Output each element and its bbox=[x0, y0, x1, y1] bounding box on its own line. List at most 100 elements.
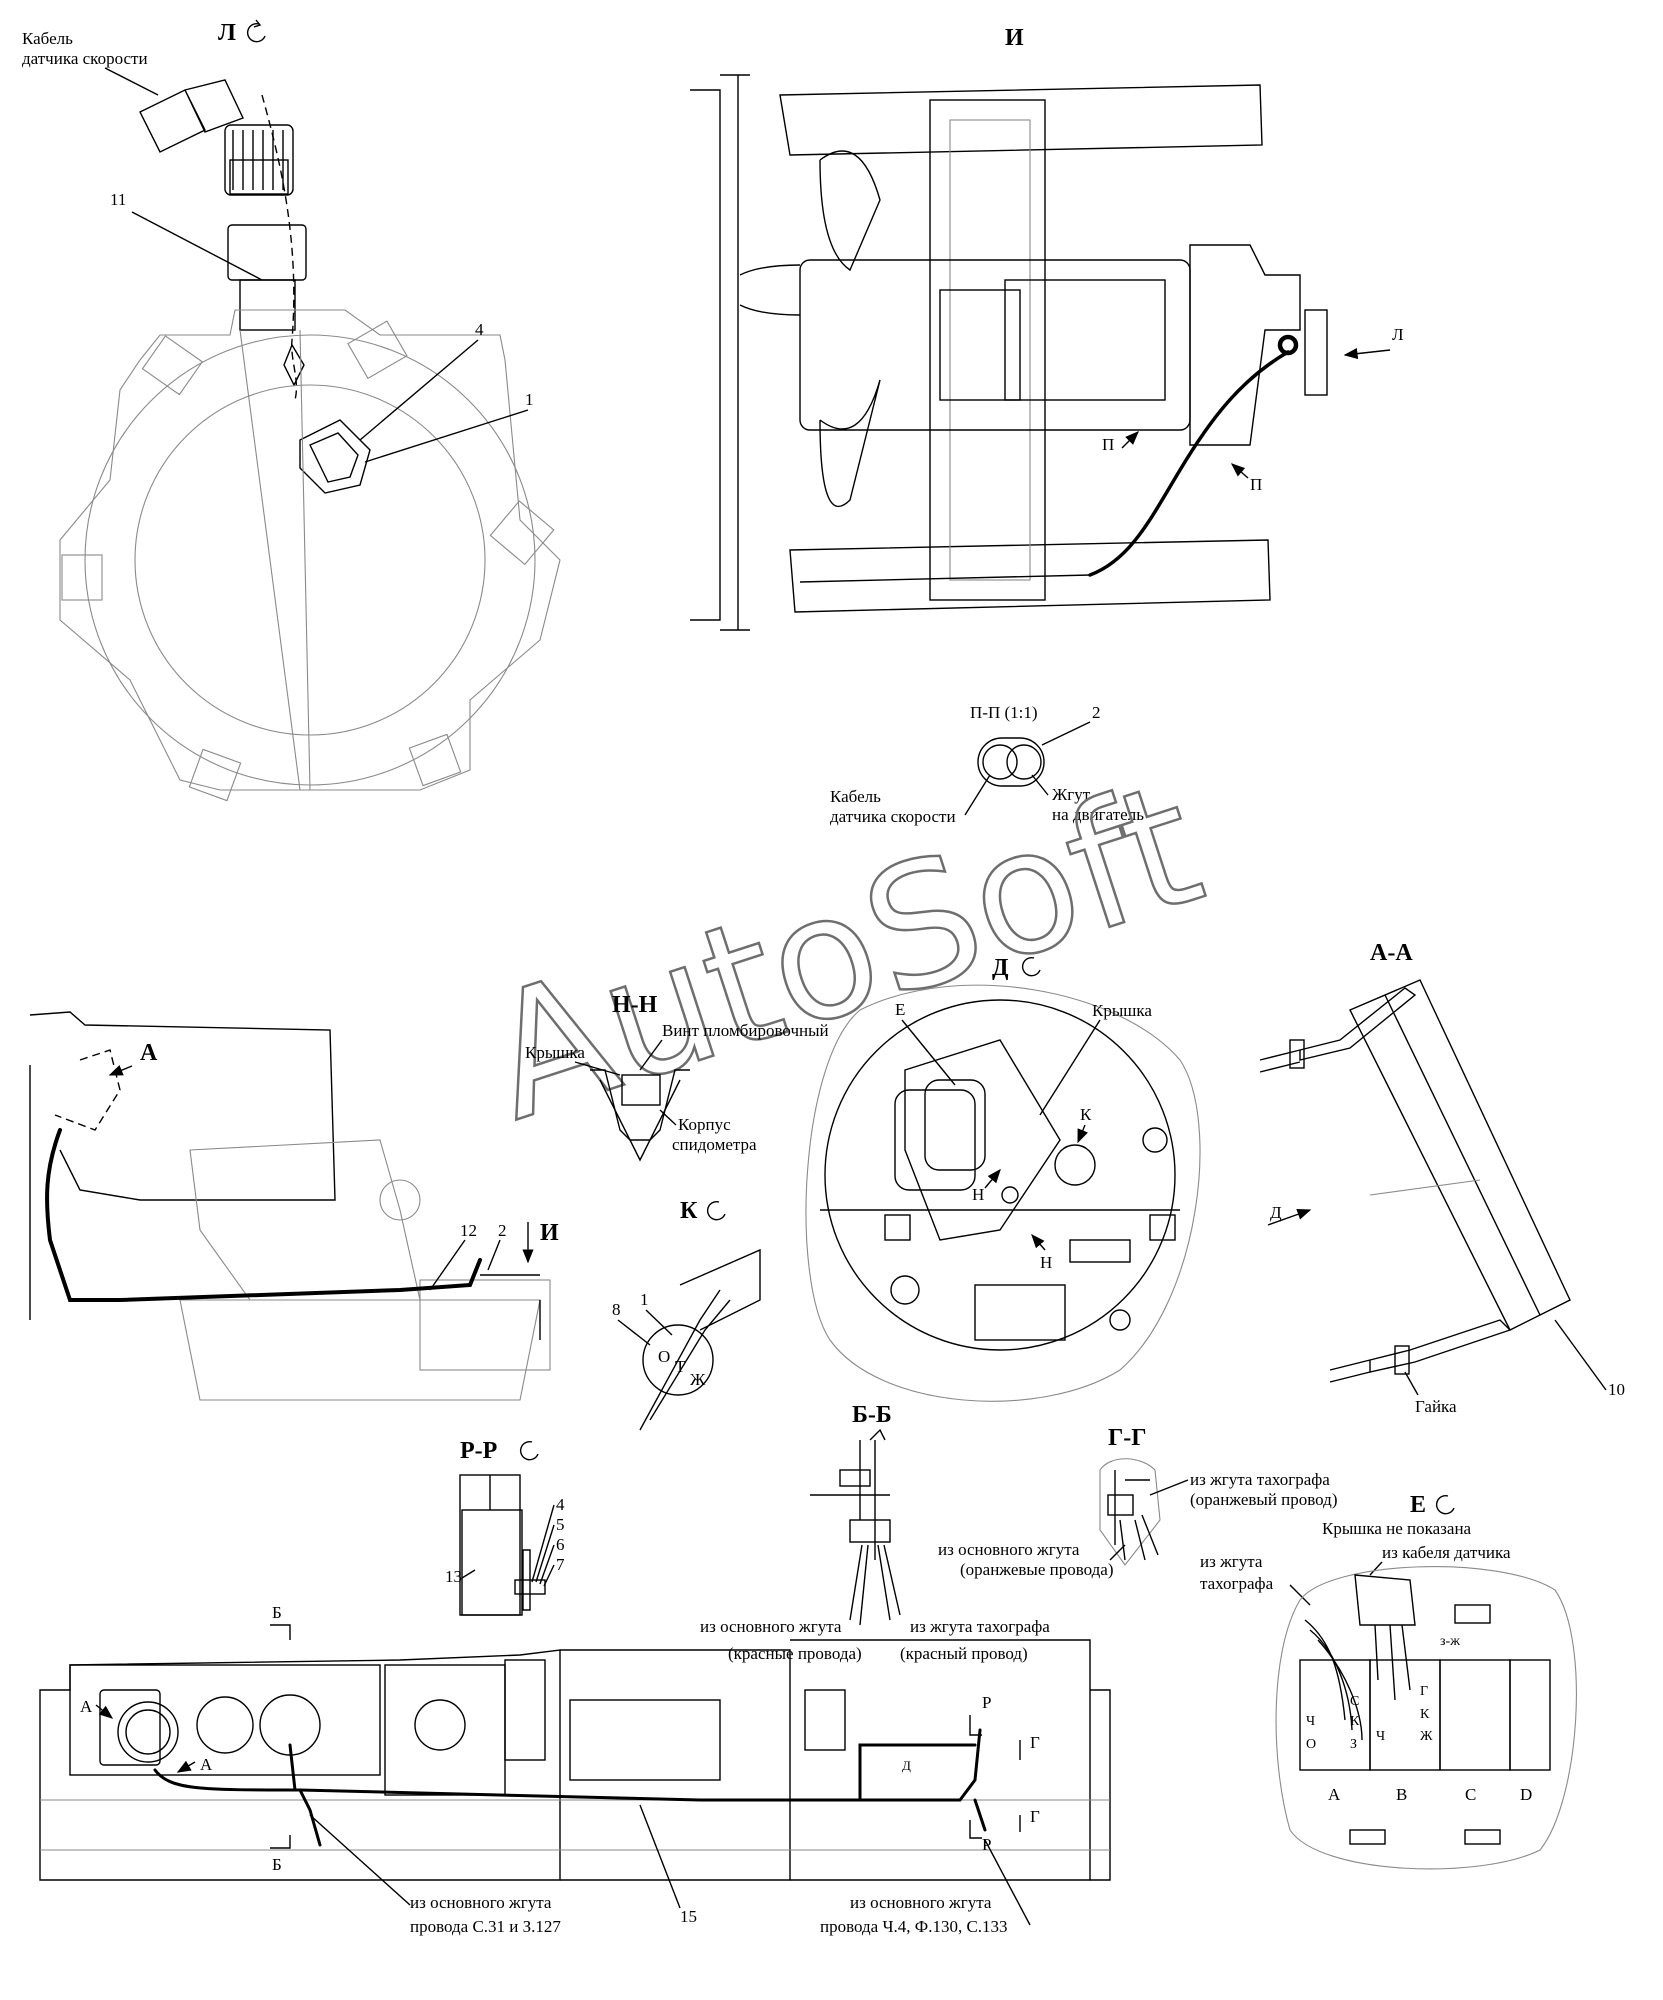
view-k-letter-o: О bbox=[658, 1347, 670, 1366]
view-e-pin-a3: Ч bbox=[1306, 1714, 1315, 1729]
view-d-cover: Крышка bbox=[1092, 1001, 1152, 1020]
view-i-title: И bbox=[1005, 25, 1024, 51]
dash-b-bottom: Б bbox=[272, 1855, 282, 1874]
view-e: Е Крышка не показана из кабеля датчика и… bbox=[1200, 1492, 1577, 1870]
dashboard-view: Б Б А А Р Р Г Г Д из основного жгута про… bbox=[39, 1603, 1111, 1936]
view-l-pos-1: 1 bbox=[525, 390, 534, 409]
section-aa: А-А Д Гайка 10 bbox=[1259, 940, 1625, 1416]
view-l-speed-cable-label-line1: Кабель bbox=[22, 29, 73, 48]
section-rr-pos-6: 6 bbox=[556, 1535, 565, 1554]
section-aa-d-arrow: Д bbox=[1270, 1203, 1282, 1222]
cab-view-pos-2: 2 bbox=[498, 1221, 507, 1240]
view-e-conn-d: D bbox=[1520, 1785, 1532, 1804]
dash-a1: А bbox=[80, 1697, 93, 1716]
dash-g-bottom: Г bbox=[1030, 1807, 1040, 1826]
connector-b bbox=[1369, 1659, 1441, 1771]
dash-callout-right: из основного жгута провода Ч.4, Ф.130, С… bbox=[820, 1893, 1008, 1936]
view-e-from-tacho: из жгута тахографа bbox=[1200, 1552, 1274, 1593]
section-pp-engine-harness: Жгут на двигатель bbox=[1052, 785, 1144, 824]
view-d-k: К bbox=[1080, 1105, 1092, 1124]
view-e-pin-a1: С bbox=[1350, 1694, 1359, 1709]
section-rr-pos-7: 7 bbox=[556, 1555, 565, 1574]
view-e-pin-a5: З bbox=[1350, 1737, 1357, 1752]
dash-callout-left: из основного жгута провода С.31 и З.127 bbox=[410, 1893, 561, 1936]
section-gg: Г-Г из жгута тахографа (оранжевый провод… bbox=[938, 1425, 1338, 1579]
view-k-letter-zh: Ж bbox=[690, 1370, 706, 1389]
cab-speed-cable-route bbox=[45, 1128, 482, 1302]
view-i-arrow-p2: П bbox=[1250, 475, 1262, 494]
view-l-pos-11: 11 bbox=[110, 190, 126, 209]
section-rr-pos-4: 4 bbox=[556, 1495, 565, 1514]
speed-cable-section bbox=[982, 744, 1018, 780]
cab-view-pos-12: 12 bbox=[460, 1221, 477, 1240]
view-e-title: Е bbox=[1410, 1492, 1426, 1518]
view-k-title: К bbox=[680, 1198, 698, 1224]
view-d-title: Д bbox=[992, 955, 1009, 981]
connector-c bbox=[1439, 1659, 1511, 1771]
seal bbox=[299, 419, 371, 494]
engine-harness-section bbox=[1006, 744, 1042, 780]
gg-wires bbox=[1119, 1514, 1159, 1561]
view-l-speed-cable-label: Кабель датчика скорости bbox=[22, 29, 148, 68]
speedometer-body bbox=[824, 999, 1176, 1351]
speed-sensor-connector bbox=[139, 79, 244, 153]
view-e-pin-b4: Ж bbox=[1420, 1729, 1433, 1744]
section-nn: Н-Н Винт пломбировочный Крышка Корпус сп… bbox=[525, 992, 829, 1162]
view-k: К О Т Ж 8 1 bbox=[612, 1198, 761, 1431]
section-nn-title: Н-Н bbox=[612, 992, 658, 1018]
view-e-pin-a2: К bbox=[1350, 1714, 1360, 1729]
section-pp-pos-2: 2 bbox=[1092, 703, 1101, 722]
section-aa-pos-10: 10 bbox=[1608, 1380, 1625, 1399]
section-aa-nut: Гайка bbox=[1415, 1397, 1457, 1416]
section-pp-title: П-П (1:1) bbox=[970, 703, 1038, 722]
bb-wires bbox=[849, 1544, 901, 1626]
section-pp: П-П (1:1) 2 Кабель датчика скорости Жгут… bbox=[830, 703, 1144, 826]
seal-chain bbox=[261, 94, 298, 401]
view-e-pin-b2: К bbox=[1420, 1707, 1430, 1722]
section-gg-title: Г-Г bbox=[1108, 1425, 1147, 1451]
view-i-arrow-p1: П bbox=[1102, 435, 1114, 454]
view-e-conn-c: C bbox=[1465, 1785, 1476, 1804]
section-gg-tacho: из жгута тахографа (оранжевый провод) bbox=[1190, 1470, 1338, 1509]
section-bb-title: Б-Б bbox=[852, 1402, 892, 1428]
rr-bracket bbox=[461, 1509, 523, 1616]
cab-view-a-label: А bbox=[140, 1040, 158, 1066]
view-d-n2: Н bbox=[1040, 1253, 1052, 1272]
view-k-pos-1: 1 bbox=[640, 1290, 649, 1309]
view-e-from-sensor: из кабеля датчика bbox=[1382, 1543, 1511, 1562]
view-l-pos-4: 4 bbox=[475, 320, 484, 339]
view-e-pin-b1: Г bbox=[1420, 1684, 1428, 1699]
section-bb: Б-Б из основного жгута (красные провода)… bbox=[700, 1402, 1050, 1663]
connector-d bbox=[1509, 1659, 1551, 1771]
dash-d-mark: Д bbox=[902, 1758, 911, 1773]
section-rr-pos-13: 13 bbox=[445, 1567, 462, 1586]
view-e-wire-code: з-ж bbox=[1440, 1634, 1460, 1649]
view-k-letter-t: Т bbox=[675, 1357, 686, 1376]
view-l-speed-cable-label-line2: датчика скорости bbox=[22, 49, 148, 68]
dash-a2: А bbox=[200, 1755, 213, 1774]
section-gg-main: из основного жгута (оранжевые провода) bbox=[938, 1540, 1114, 1579]
view-e-pin-a4: О bbox=[1306, 1737, 1316, 1752]
view-i-arrow-l: Л bbox=[1392, 325, 1404, 344]
view-d: Д Е Крышка К Н Н bbox=[805, 955, 1201, 1402]
view-e-pin-b3: Ч bbox=[1376, 1729, 1385, 1744]
gearbox-body bbox=[799, 259, 1191, 431]
tachograph-body bbox=[1349, 979, 1571, 1331]
view-l-rotate-icon bbox=[246, 22, 266, 43]
dash-b-top: Б bbox=[272, 1603, 282, 1622]
section-bb-main: из основного жгута (красные провода) bbox=[700, 1617, 862, 1663]
view-d-e-label: Е bbox=[895, 1000, 905, 1019]
dash-pos-15: 15 bbox=[680, 1907, 697, 1926]
section-nn-seal-screw: Винт пломбировочный bbox=[662, 1021, 829, 1040]
view-l-title: Л bbox=[218, 20, 236, 46]
speed-cable-route bbox=[1088, 350, 1290, 577]
section-rr-title: Р-Р bbox=[460, 1438, 497, 1464]
section-rr: Р-Р 4 5 6 7 13 bbox=[445, 1438, 565, 1616]
seal-k bbox=[642, 1324, 714, 1396]
cab-view-i-arrow: И bbox=[540, 1220, 559, 1246]
section-nn-housing: Корпус спидометра bbox=[672, 1115, 757, 1154]
dash-r-top: Р bbox=[982, 1693, 991, 1712]
section-aa-title: А-А bbox=[1370, 940, 1413, 966]
section-nn-cover: Крышка bbox=[525, 1043, 585, 1062]
